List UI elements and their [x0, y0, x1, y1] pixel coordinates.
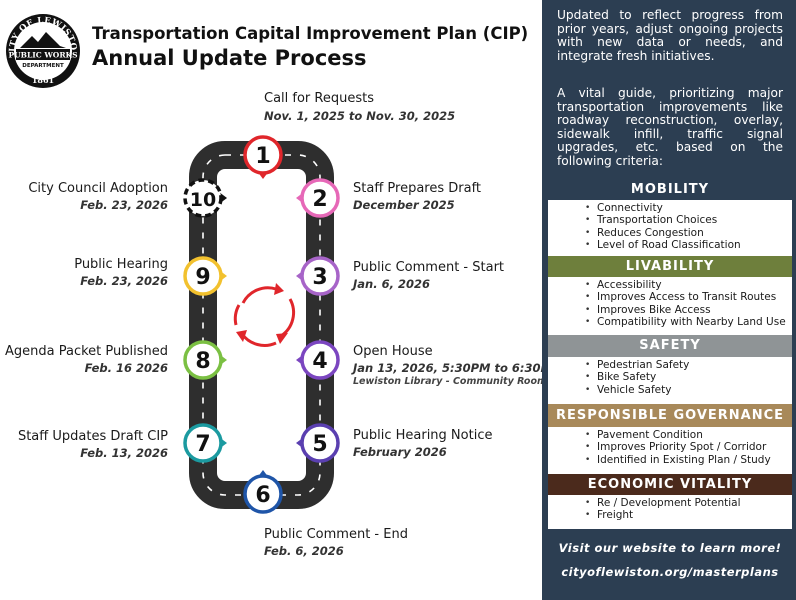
list-item: Identified in Existing Plan / Study: [585, 454, 792, 467]
list-item: Reduces Congestion: [585, 227, 792, 240]
step-3-marker: 3: [296, 256, 340, 296]
category-economic-header: ECONOMIC VITALITY: [548, 474, 792, 495]
step-3-circle: [300, 256, 340, 296]
category-mobility-list: Connectivity Transportation Choices Redu…: [548, 200, 792, 256]
category-safety-header: SAFETY: [548, 335, 792, 357]
step-8-marker: 8: [183, 340, 227, 380]
website-link[interactable]: cityoflewiston.org/masterplans: [561, 565, 779, 579]
step-8-title: Agenda Packet Published: [5, 344, 168, 359]
step-9-marker: 9: [183, 256, 227, 296]
cycle-arrowheads: [236, 283, 288, 344]
step-10-title: City Council Adoption: [28, 181, 168, 196]
step-1-circle: [243, 135, 283, 175]
step-10-date: Feb. 23, 2026: [80, 198, 168, 212]
step-5-circle: [300, 423, 340, 463]
step-1-number: 1: [255, 144, 270, 169]
step-6-title: Public Comment - End: [264, 527, 408, 542]
step-2-marker: 2: [296, 178, 340, 218]
list-item: Connectivity: [585, 202, 792, 215]
step-7-marker: 7: [183, 423, 227, 463]
step-3-date: Jan. 6, 2026: [353, 277, 430, 291]
list-item: Compatibility with Nearby Land Use: [585, 316, 792, 329]
step-5-title: Public Hearing Notice: [353, 428, 493, 443]
list-item: Improves Bike Access: [585, 304, 792, 317]
category-mobility-header: MOBILITY: [548, 180, 792, 200]
list-item: Pedestrian Safety: [585, 359, 792, 372]
step-7-title: Staff Updates Draft CIP: [17, 429, 168, 444]
step-4-note: Lewiston Library - Community Room: [353, 376, 547, 387]
list-item: Accessibility: [585, 279, 792, 292]
step-4-circle: [300, 340, 340, 380]
footer-cta: Visit our website to learn more!: [558, 541, 782, 555]
list-item: Improves Priority Spot / Corridor: [585, 441, 792, 454]
step-7-circle: [183, 423, 223, 463]
step-9-circle: [183, 256, 223, 296]
step-6-marker: 6: [243, 470, 283, 514]
step-1-title: Call for Requests: [264, 91, 374, 106]
step-2-circle: [300, 178, 340, 218]
step-2-title: Staff Prepares Draft: [353, 181, 482, 196]
list-item: Freight: [585, 509, 792, 522]
step-10-circle: [183, 178, 223, 218]
title-line-2: Annual Update Process: [92, 46, 367, 70]
category-livability-list: Accessibility Improves Access to Transit…: [548, 277, 792, 335]
step-6-number: 6: [255, 483, 270, 508]
step-3-number: 3: [312, 265, 327, 290]
list-item: Bike Safety: [585, 371, 792, 384]
step-10-marker: 10: [183, 178, 227, 218]
mountain-icon: [20, 32, 66, 48]
list-item: Transportation Choices: [585, 214, 792, 227]
list-item: Pavement Condition: [585, 429, 792, 442]
step-8-number: 8: [195, 349, 210, 374]
step-8-circle: [183, 340, 223, 380]
step-8-date: Feb. 16 2026: [84, 361, 168, 375]
step-4-date: Jan 13, 2026, 5:30PM to 6:30PM: [353, 361, 561, 375]
step-7-number: 7: [195, 432, 210, 457]
category-livability-header: LIVABILITY: [548, 256, 792, 277]
step-1-date: Nov. 1, 2025 to Nov. 30, 2025: [264, 109, 456, 123]
step-2-number: 2: [312, 187, 327, 212]
city-logo: CITY OF LEWISTON PUBLIC WORKS DEPARTMENT…: [4, 12, 80, 88]
category-governance-header: RESPONSIBLE GOVERNANCE: [548, 404, 792, 427]
step-4-title: Open House: [353, 344, 433, 359]
list-item: Level of Road Classification: [585, 239, 792, 252]
step-5-date: February 2026: [353, 445, 447, 459]
logo-year: 1861: [32, 75, 54, 85]
logo-main-text: PUBLIC WORKS: [8, 51, 77, 60]
category-economic-list: Re / Development Potential Freight: [548, 495, 792, 529]
step-5-marker: 5: [296, 423, 340, 463]
step-4-number: 4: [312, 349, 327, 374]
step-7-date: Feb. 13, 2026: [80, 446, 168, 460]
step-6-date: Feb. 6, 2026: [264, 544, 344, 558]
step-10-number: 10: [190, 189, 216, 211]
step-5-number: 5: [312, 432, 327, 457]
road-lane-markings: [202, 154, 321, 496]
step-2-date: December 2025: [353, 198, 455, 212]
list-item: Re / Development Potential: [585, 497, 792, 510]
list-item: Vehicle Safety: [585, 384, 792, 397]
logo-banner: [16, 49, 70, 60]
step-4-marker: 4: [296, 340, 340, 380]
step-1-marker: 1: [243, 135, 283, 179]
step-9-date: Feb. 23, 2026: [80, 274, 168, 288]
category-governance-list: Pavement Condition Improves Priority Spo…: [548, 427, 792, 474]
intro-paragraph-1: Updated to reflect progress from prior y…: [557, 8, 783, 63]
logo-sub-text: DEPARTMENT: [22, 63, 64, 69]
process-road-diagram: 1 2 3 4 5 6 7 8 9 10: [183, 135, 340, 514]
category-safety-list: Pedestrian Safety Bike Safety Vehicle Sa…: [548, 357, 792, 404]
list-item: Improves Access to Transit Routes: [585, 291, 792, 304]
title-line-1: Transportation Capital Improvement Plan …: [92, 24, 529, 43]
step-6-circle: [243, 474, 283, 514]
step-9-number: 9: [195, 265, 210, 290]
step-3-title: Public Comment - Start: [353, 260, 505, 275]
step-9-title: Public Hearing: [74, 257, 168, 272]
intro-paragraph-2: A vital guide, prioritizing major transp…: [557, 86, 783, 168]
